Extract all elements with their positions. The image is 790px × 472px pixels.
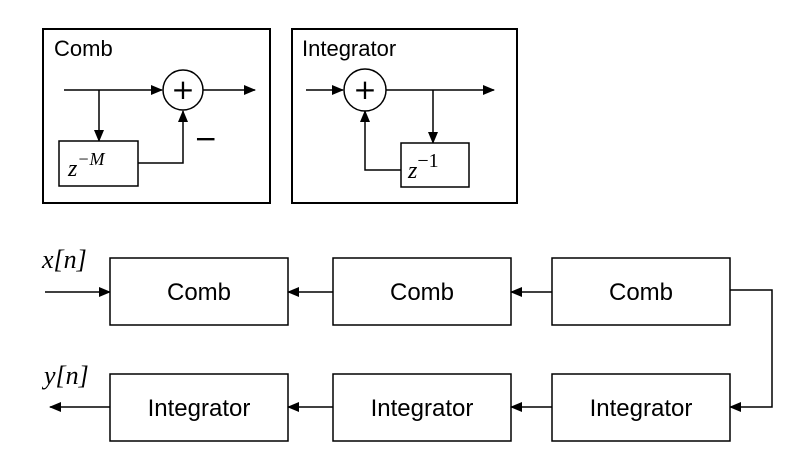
comb-to-integrator-link <box>729 289 773 412</box>
comb-block-1-label: Comb <box>167 279 231 306</box>
comb-adder-plus: + <box>171 73 194 106</box>
integrator-adder-plus: + <box>353 73 376 106</box>
comb-block-3-label: Comb <box>609 279 673 306</box>
integrator-block-3-label: Integrator <box>590 395 693 422</box>
comb-delay-block <box>58 140 139 187</box>
comb-panel-title: Comb <box>54 36 113 61</box>
integrator-block-1-label: Integrator <box>148 395 251 422</box>
comb-block-2 <box>332 257 512 326</box>
comb-delay-label: z−M <box>67 149 105 182</box>
integrator-delay-label: z−1 <box>407 150 439 184</box>
comb-block-3 <box>551 257 731 326</box>
comb-minus-sign: − <box>194 122 217 155</box>
integrator-block-2-label: Integrator <box>371 395 474 422</box>
integrator-panel: Integrator + z−1 <box>291 28 518 204</box>
integrator-block-3 <box>551 373 731 442</box>
integrator-panel-title: Integrator <box>302 36 396 61</box>
output-signal-label: y[n] <box>41 361 89 390</box>
cascade-bottom-row: y[n] Integrator Integrator Integrator <box>41 361 731 442</box>
comb-block-1 <box>109 257 289 326</box>
integrator-block-2 <box>332 373 512 442</box>
comb-block-2-label: Comb <box>390 279 454 306</box>
comb-feedforward-line <box>138 110 188 164</box>
integrator-delay-block <box>400 142 470 188</box>
input-signal-label: x[n] <box>41 245 87 274</box>
cascade-top-row: x[n] Comb Comb Comb <box>41 245 731 326</box>
comb-panel: Comb + z−M − <box>42 28 271 204</box>
integrator-feedback-line <box>360 110 401 171</box>
